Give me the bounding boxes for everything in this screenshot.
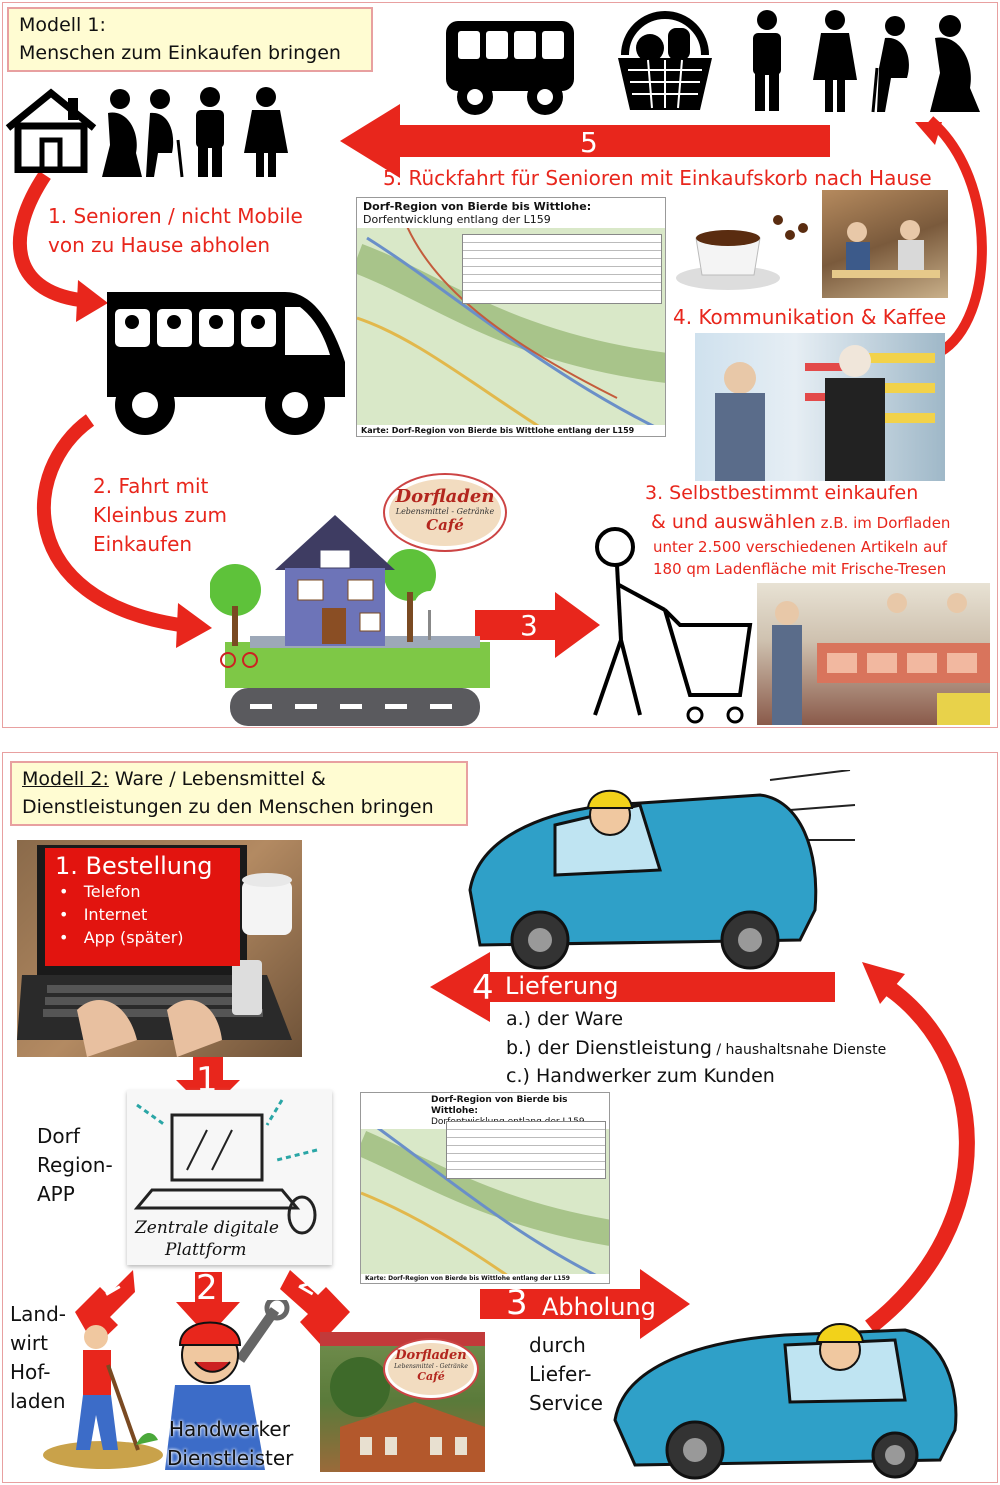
step5-label: 5. Rückfahrt für Senioren mit Einkaufsko… [383, 166, 932, 190]
arrow-4-number: 4 [472, 968, 494, 1008]
step3-label-line4: 180 qm Ladenfläche mit Frische-Tresen [653, 560, 947, 578]
minibus-icon [107, 292, 345, 435]
model1-title: Modell 1: Menschen zum Einkaufen bringen [7, 7, 373, 73]
craftsman-illustration [165, 1300, 290, 1470]
arrow-3-number: 3 [520, 609, 538, 642]
delivery-car-icon-top [468, 770, 856, 970]
curved-arrow-back [926, 116, 987, 357]
arrow-3-pickup-number: 3 [506, 1283, 528, 1323]
order-channel-item: • App (später) [59, 928, 184, 948]
order-channel-item: • Internet [59, 905, 148, 925]
farmer-label-line2: wirt [10, 1331, 48, 1355]
delivery-item-a: a.) der Ware [506, 1008, 624, 1030]
arrow-1-order [176, 1057, 240, 1112]
arrow-5-number: 5 [580, 126, 598, 159]
app-label-line2: Region- [37, 1153, 113, 1177]
map-header: Dorf-Region von Bierde bis Wittlohe: Dor… [357, 198, 665, 229]
arrow-3-shopping [475, 592, 600, 658]
seniors-cafe-photo [822, 190, 948, 298]
order-heading: 1. Bestellung [55, 852, 213, 880]
arrow-4-delivery [430, 952, 835, 1022]
shopper-stick-figure-icon [593, 527, 753, 724]
service-label-line1: durch [529, 1333, 586, 1357]
delivery-item-c: c.) Handwerker zum Kunden [506, 1065, 775, 1087]
seniors-group-icon [102, 87, 288, 178]
curved-arrow-delivery-loop [865, 975, 975, 1334]
arrow-2-shop [280, 1270, 350, 1344]
step4-label: 4. Kommunikation & Kaffee [673, 305, 947, 329]
app-label-line1: Dorf [37, 1124, 80, 1148]
farmer-label-line1: Land- [10, 1302, 66, 1326]
arrow-5-return [340, 104, 830, 178]
farmer-illustration [43, 1325, 163, 1469]
order-channel-list: • Telefon • Internet • App (später) [59, 880, 230, 950]
app-label-line3: APP [37, 1182, 75, 1206]
arrow-2-craftsman [176, 1272, 240, 1337]
delivery-label: Lieferung [505, 972, 619, 1000]
shopping-basket-icon [618, 11, 712, 110]
supermarket-photo [695, 333, 945, 481]
map-caption: Karte: Dorf-Region von Bierde bis Wittlo… [357, 425, 665, 436]
digital-platform-sketch: Zentrale digitale Plattform [127, 1090, 332, 1265]
dorfladen-building-photo: Dorfladen Lebensmittel - Getränke Café [320, 1332, 485, 1472]
platform-label-line2: Plattform [165, 1240, 247, 1260]
coffee-cup-photo [668, 190, 818, 300]
curved-arrow-ride [36, 414, 182, 632]
laptop-order-photo: 1. Bestellung • Telefon • Internet • App… [17, 840, 302, 1057]
arrow-2-number-mid: 2 [196, 1268, 218, 1308]
bus-icon [446, 21, 574, 115]
village-shop-illustration [210, 515, 490, 726]
dorfladen-logo-small: Dorfladen Lebensmittel - Getränke Café [385, 1340, 477, 1398]
map-caption-small: Karte: Dorf-Region von Bierde bis Wittlo… [361, 1274, 609, 1283]
curved-arrow-pickup [12, 171, 82, 307]
service-label-line3: Service [529, 1391, 603, 1415]
order-channel-item: • Telefon [59, 882, 141, 901]
step1-label-line2: von zu Hause abholen [48, 233, 271, 257]
order-screen: 1. Bestellung • Telefon • Internet • App… [45, 848, 240, 966]
step1-label-line1: 1. Senioren / nicht Mobile [48, 204, 303, 228]
farmer-label-line4: laden [10, 1389, 66, 1413]
service-label-line2: Liefer- [529, 1362, 592, 1386]
step2-label-line2: Kleinbus zum [93, 503, 228, 527]
region-map-image: Dorf-Region von Bierde bis Wittlohe: Dor… [356, 197, 666, 437]
fresh-counter-photo [757, 583, 990, 725]
map-table-small [446, 1121, 606, 1179]
house-icon [5, 88, 97, 173]
farmer-label-line3: Hof- [10, 1360, 51, 1384]
craftsman-label-line2: Dienstleister [167, 1446, 294, 1470]
model1-arrows [12, 104, 987, 658]
dorfladen-logo: Dorfladen Lebensmittel - Getränke Café [385, 475, 505, 550]
people-icon [753, 10, 980, 113]
model2-title: Modell 2: Ware / Lebensmittel & Dienstle… [10, 761, 468, 827]
map-table [462, 234, 662, 304]
delivery-car-icon-bottom [613, 1323, 958, 1480]
craftsman-label-line1: Handwerker [169, 1417, 290, 1441]
step2-label-line3: Einkaufen [93, 532, 193, 556]
region-map-image-small: Dorf-Region von Bierde bis Wittlohe: Dor… [360, 1092, 610, 1284]
delivery-item-b: b.) der Dienstleistung / haushaltsnahe D… [506, 1037, 887, 1059]
step3-label-line2: & und auswählen z.B. im Dorfladen [651, 511, 951, 533]
arrow-3-pickup [480, 1269, 690, 1339]
step2-label-line1: 2. Fahrt mit [93, 474, 209, 498]
step3-label-line1: 3. Selbstbestimmt einkaufen [645, 482, 919, 504]
pickup-label: Abholung [542, 1293, 656, 1321]
step3-label-line3: unter 2.500 verschiedenen Artikeln auf [653, 538, 948, 556]
platform-label-line1: Zentrale digitale [135, 1218, 279, 1238]
